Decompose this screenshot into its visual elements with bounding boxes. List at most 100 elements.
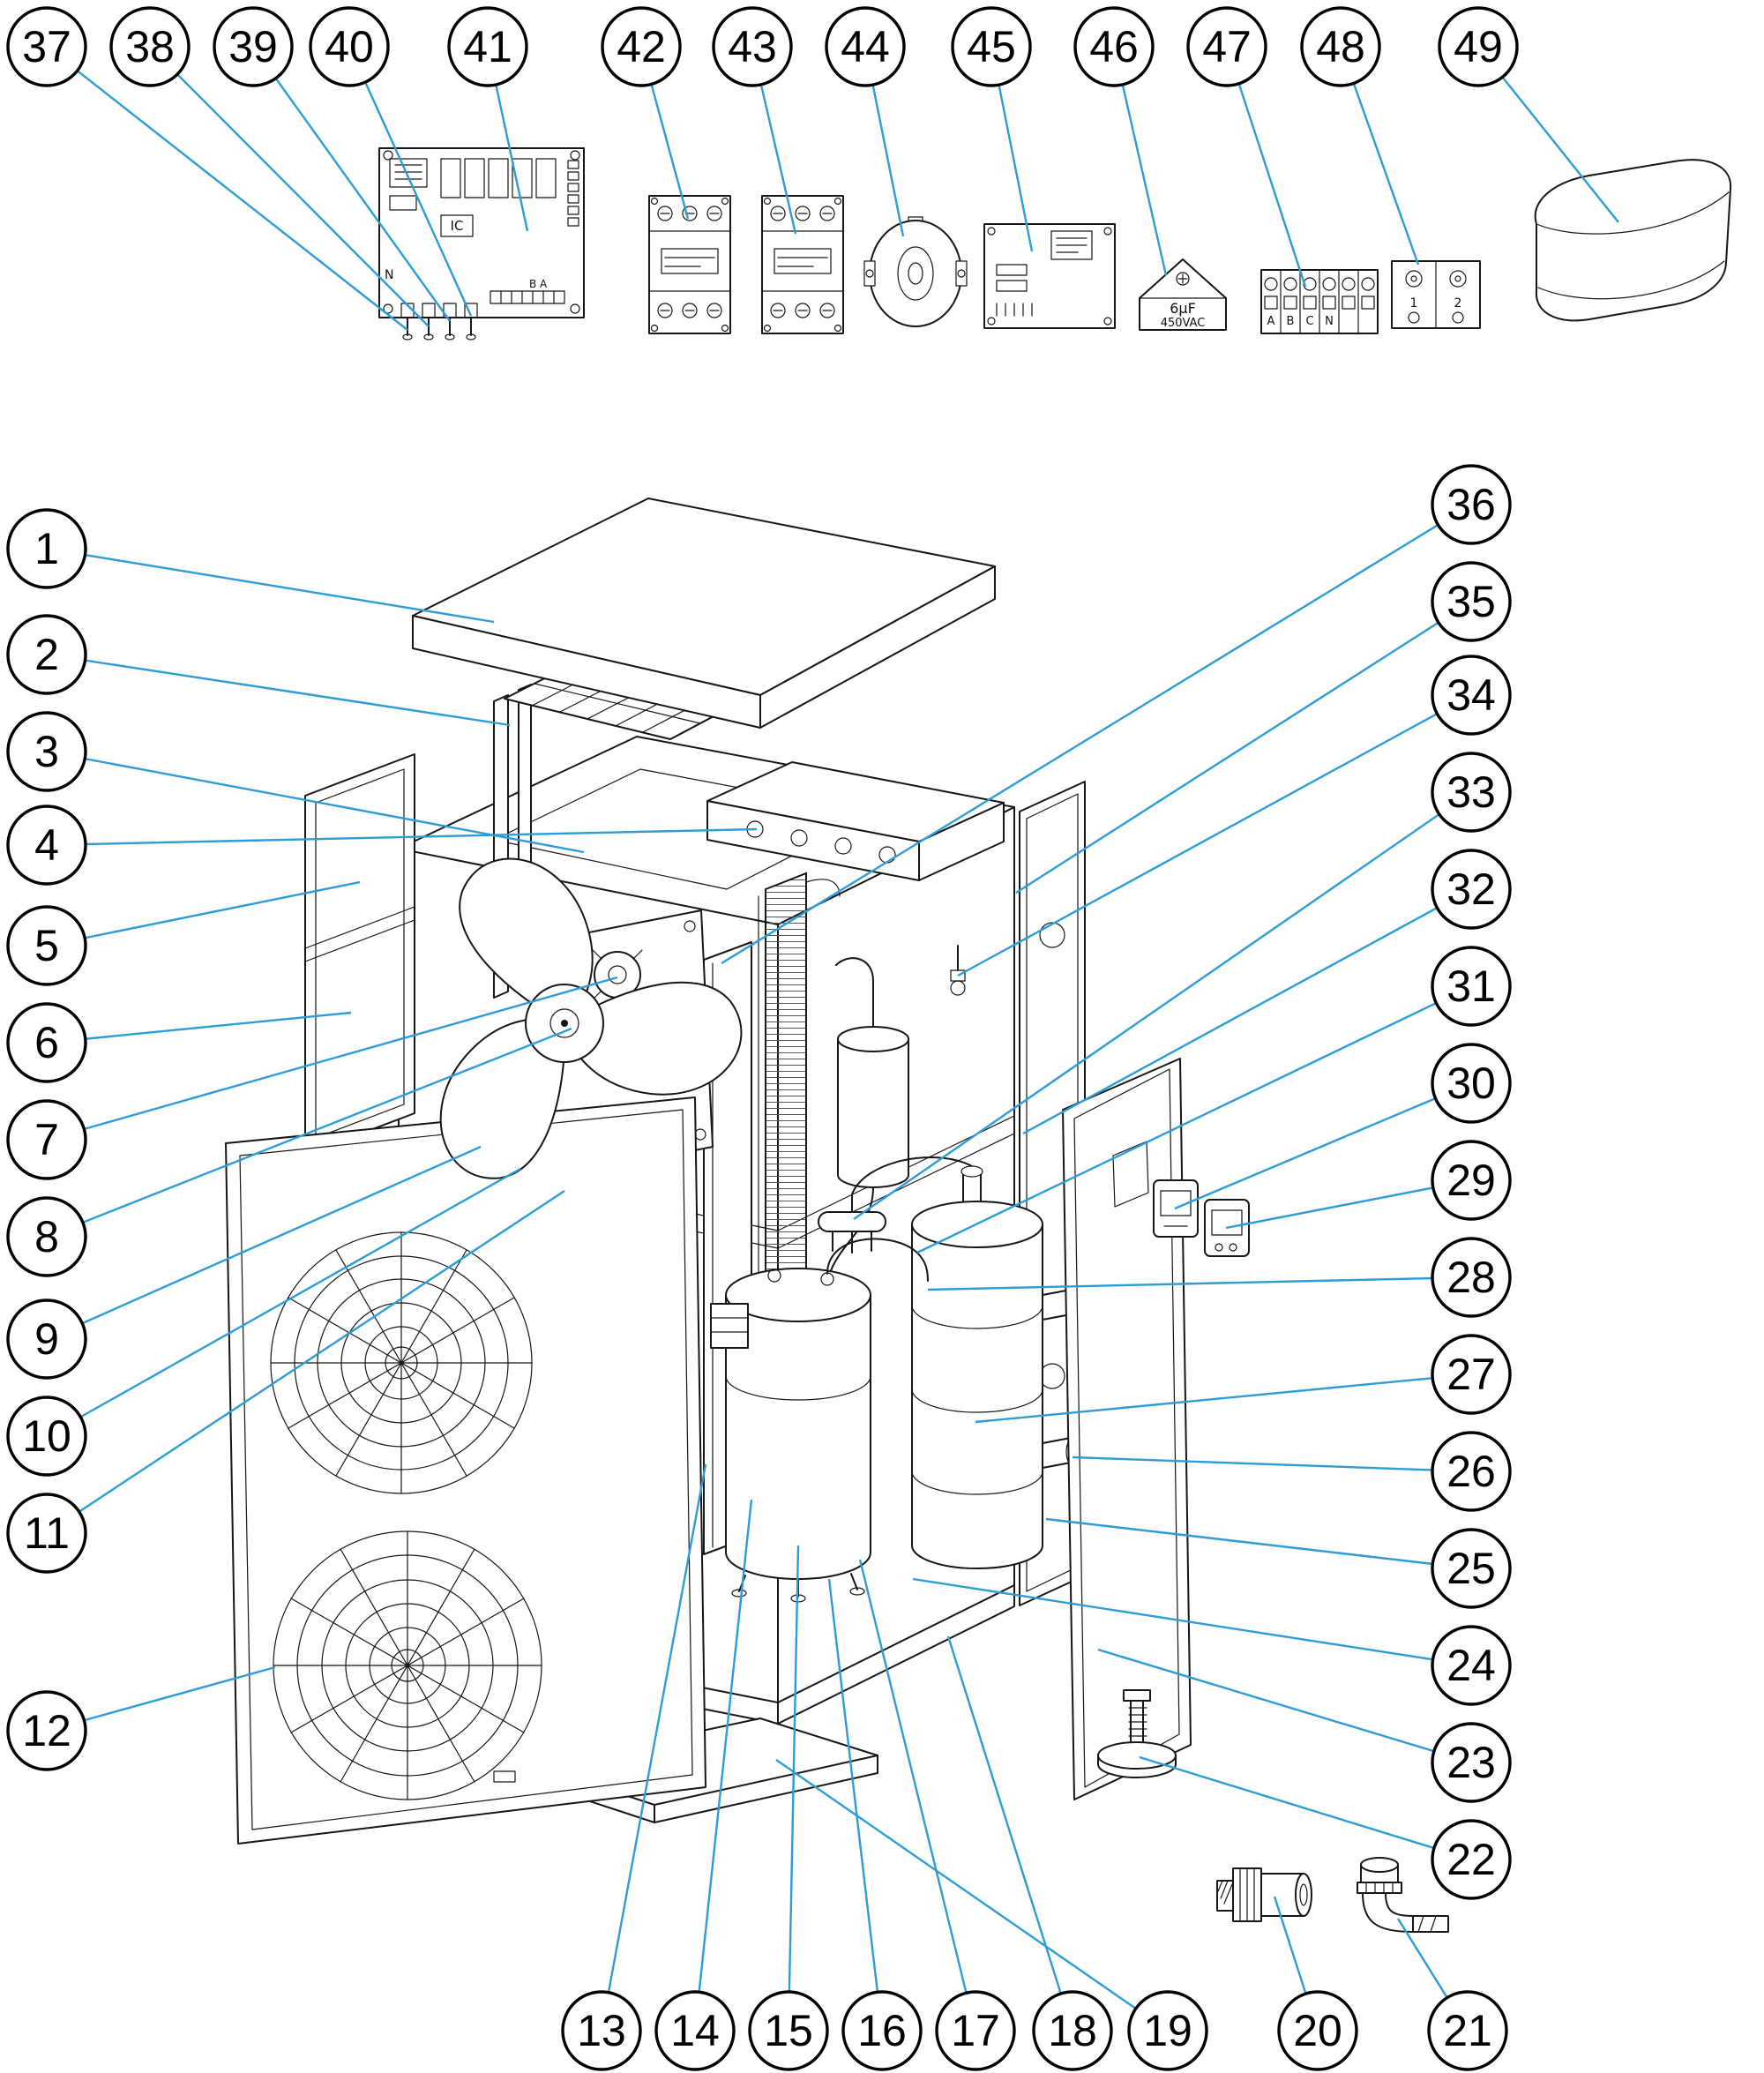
- leader-line-11: [46, 1189, 565, 1535]
- callout-number-38: 38: [125, 22, 175, 71]
- lower-fan-grille: [273, 1530, 542, 1800]
- callout-number-32: 32: [1446, 864, 1496, 914]
- callout-10: 10: [6, 1396, 87, 1477]
- leader-line-18: [946, 1635, 1074, 2032]
- callout-number-36: 36: [1446, 480, 1496, 529]
- contactor-1: [648, 195, 731, 334]
- fan-blade: [439, 857, 743, 1179]
- leader-line-10: [46, 1167, 521, 1438]
- callout-number-31: 31: [1446, 962, 1496, 1011]
- insulation-cover: [1534, 159, 1732, 322]
- callout-43: 43: [712, 6, 793, 87]
- terminal-letter-a: A: [1267, 315, 1275, 328]
- callout-number-37: 37: [22, 22, 71, 71]
- callout-number-28: 28: [1446, 1253, 1496, 1302]
- leader-line-38: [149, 46, 430, 327]
- power-board: [983, 223, 1116, 329]
- callout-number-30: 30: [1446, 1059, 1496, 1108]
- callout-27: 27: [1431, 1334, 1512, 1415]
- leader-line-8: [46, 1027, 572, 1239]
- terminal-number-2: 2: [1454, 296, 1462, 311]
- terminal-number-1: 1: [1410, 296, 1418, 311]
- callout-47: 47: [1186, 6, 1267, 87]
- callout-39: 39: [213, 6, 294, 87]
- callout-number-20: 20: [1293, 2006, 1342, 2055]
- leader-line-39: [252, 46, 451, 322]
- leader-line-33: [853, 791, 1472, 1220]
- leader-line-9: [46, 1145, 482, 1341]
- leader-line-1: [46, 547, 495, 624]
- callout-31: 31: [1431, 946, 1512, 1027]
- callout-19: 19: [1127, 1990, 1208, 2071]
- callout-number-46: 46: [1089, 22, 1139, 71]
- callout-46: 46: [1073, 6, 1155, 87]
- terminal-letter-c: C: [1305, 315, 1313, 328]
- callout-6: 6: [6, 1002, 87, 1083]
- callout-13: 13: [561, 1990, 642, 2071]
- callout-number-21: 21: [1443, 2006, 1492, 2055]
- callout-28: 28: [1431, 1237, 1512, 1318]
- callout-number-12: 12: [22, 1706, 71, 1755]
- leader-line-14: [693, 1499, 753, 2032]
- leader-line-31: [916, 984, 1472, 1254]
- callout-3: 3: [6, 711, 87, 792]
- accumulator-tank: [828, 957, 909, 1276]
- terminal-block-12: 1 2: [1391, 260, 1481, 329]
- compressor: [710, 1238, 929, 1603]
- callout-number-19: 19: [1143, 2006, 1192, 2055]
- leader-line-27: [975, 1373, 1472, 1424]
- leader-line-23: [1097, 1648, 1472, 1764]
- callout-37: 37: [6, 6, 87, 87]
- leader-line-22: [1139, 1755, 1472, 1861]
- callout-32: 32: [1431, 849, 1512, 930]
- terminal-letter-n: N: [1325, 315, 1334, 328]
- callout-number-27: 27: [1446, 1350, 1496, 1399]
- pcb-ba-label: B A: [529, 278, 548, 290]
- temperature-sensor: [950, 945, 966, 996]
- callout-number-26: 26: [1446, 1447, 1496, 1496]
- control-board: IC N B A: [378, 147, 585, 341]
- callout-number-13: 13: [577, 2006, 626, 2055]
- adjustable-foot: [1097, 1689, 1177, 1778]
- leader-line-16: [827, 1578, 884, 2032]
- leader-line-47: [1225, 46, 1307, 288]
- callout-number-23: 23: [1446, 1738, 1496, 1787]
- leader-line-13: [600, 1463, 707, 2032]
- four-way-valve: [818, 1156, 973, 1254]
- callout-number-45: 45: [967, 22, 1016, 71]
- callout-26: 26: [1431, 1431, 1512, 1512]
- callout-30: 30: [1431, 1043, 1512, 1124]
- capacitor-voltage-label: 450VAC: [1161, 317, 1206, 330]
- callout-15: 15: [748, 1990, 829, 2071]
- callout-25: 25: [1431, 1528, 1512, 1609]
- callout-22: 22: [1431, 1819, 1512, 1900]
- leader-line-35: [1015, 600, 1472, 894]
- leader-line-5: [46, 880, 361, 947]
- callout-number-5: 5: [34, 921, 59, 970]
- callout-41: 41: [447, 6, 528, 87]
- pcb-ic-label: IC: [451, 218, 464, 234]
- callout-number-3: 3: [34, 727, 59, 776]
- callout-number-48: 48: [1316, 22, 1365, 71]
- callout-14: 14: [654, 1990, 736, 2071]
- callout-number-1: 1: [34, 524, 59, 573]
- terminal-letter-b: B: [1287, 315, 1295, 328]
- callout-number-10: 10: [22, 1411, 71, 1461]
- callout-number-34: 34: [1446, 670, 1496, 720]
- leader-line-28: [927, 1276, 1472, 1291]
- leader-line-36: [721, 503, 1472, 965]
- leader-line-32: [1022, 887, 1472, 1135]
- callout-12: 12: [6, 1690, 87, 1771]
- leader-line-25: [1045, 1517, 1472, 1570]
- leader-line-4: [46, 827, 758, 847]
- electric-box: [706, 761, 1005, 881]
- leader-line-34: [957, 693, 1472, 977]
- callout-number-18: 18: [1048, 2006, 1097, 2055]
- fan-assembly: [439, 857, 743, 1179]
- callout-42: 42: [601, 6, 682, 87]
- leader-line-6: [46, 1011, 352, 1044]
- callout-number-35: 35: [1446, 577, 1496, 626]
- callout-number-40: 40: [325, 22, 374, 71]
